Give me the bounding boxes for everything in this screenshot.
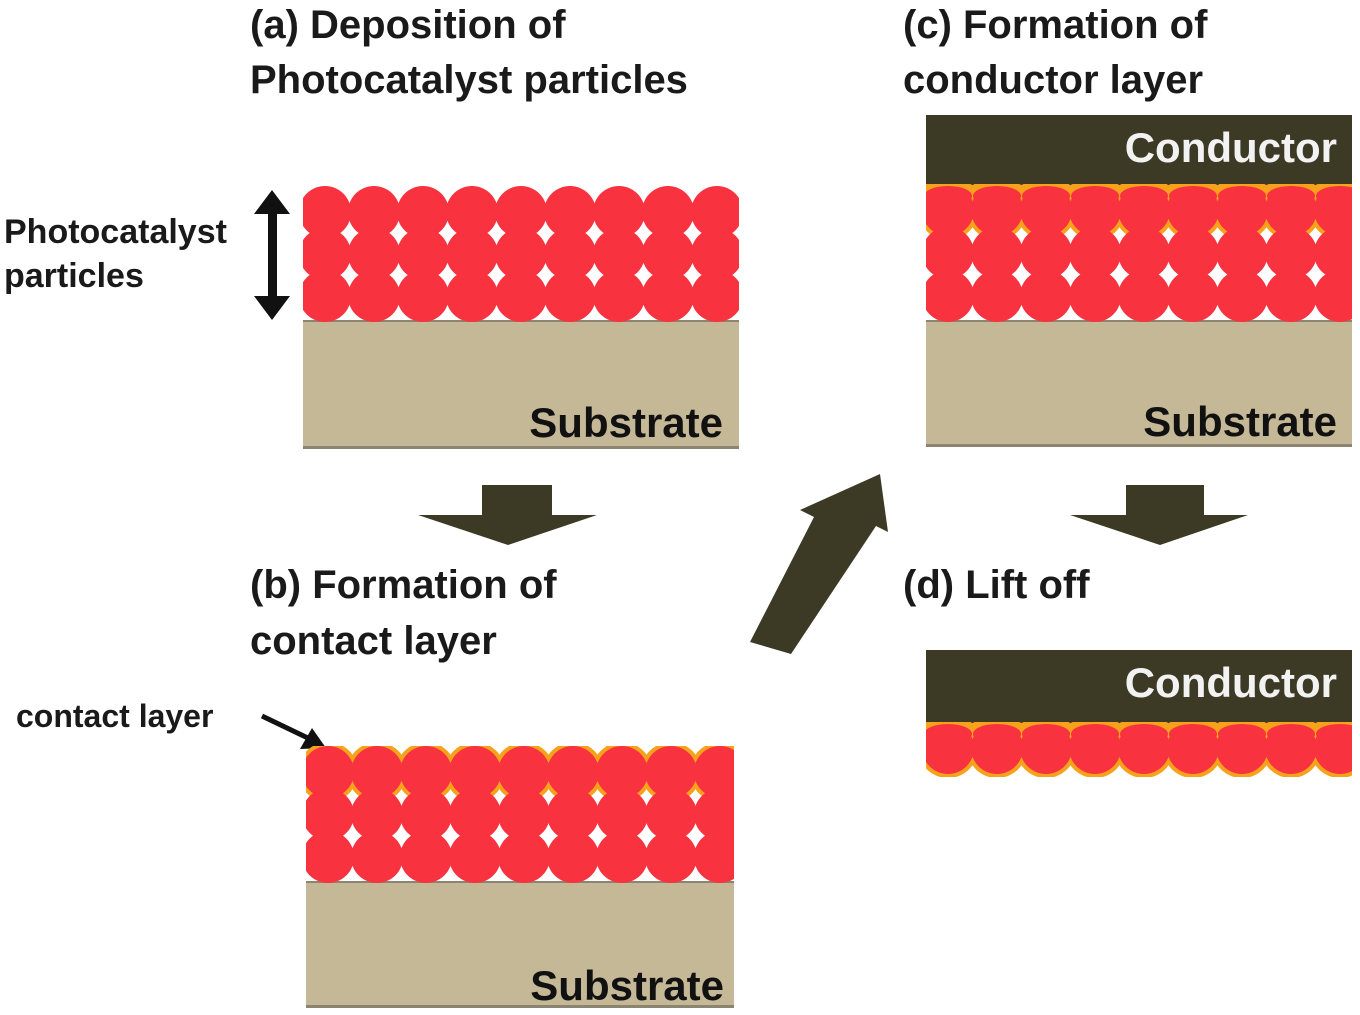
panel-c-title-line1: (c) Formation of — [903, 3, 1208, 47]
conductor-block — [926, 650, 1352, 744]
conductor-block — [926, 115, 1352, 206]
particle-layer-b — [306, 746, 734, 883]
substrate-c — [926, 322, 1352, 446]
particle-layer-d — [926, 650, 1352, 777]
particle-layer-c — [926, 115, 1352, 322]
substrate-b — [306, 883, 734, 1007]
panel-b-title-line2: contact layer — [250, 619, 497, 663]
substrate-a-label: Substrate — [529, 399, 723, 446]
panel-c-title-line2: conductor layer — [903, 58, 1203, 102]
conductor-c-label: Conductor — [1125, 124, 1337, 171]
substrate-c-label: Substrate — [1143, 398, 1337, 445]
thickness-double-arrow-icon — [254, 190, 290, 320]
particles-label-line2: particles — [4, 257, 144, 295]
particle-layer-a — [303, 186, 739, 322]
panel-a-title-line2: Photocatalyst particles — [250, 58, 688, 102]
panel-b: (b) Formation of contact layer contact l… — [16, 563, 734, 1009]
pointer-arrow-icon — [260, 713, 326, 749]
panel-a-title-line1: (a) Deposition of — [250, 3, 566, 47]
panel-c: (c) Formation of conductor layer Conduct… — [903, 3, 1352, 447]
conductor-d-label: Conductor — [1125, 659, 1337, 706]
panel-b-title-line1: (b) Formation of — [250, 563, 557, 607]
arrow-c-to-d-icon — [1070, 485, 1248, 545]
contact-layer-label: contact layer — [16, 698, 213, 734]
substrate-b-label: Substrate — [530, 962, 724, 1009]
panel-a: (a) Deposition of Photocatalyst particle… — [4, 3, 739, 449]
substrate-a — [303, 322, 739, 448]
particles-label-line1: Photocatalyst — [4, 213, 227, 251]
panel-d: (d) Lift off Conductor — [903, 563, 1352, 777]
arrow-a-to-b-icon — [418, 485, 597, 545]
arrow-b-to-c-icon — [750, 474, 888, 654]
panel-d-title: (d) Lift off — [903, 563, 1090, 607]
